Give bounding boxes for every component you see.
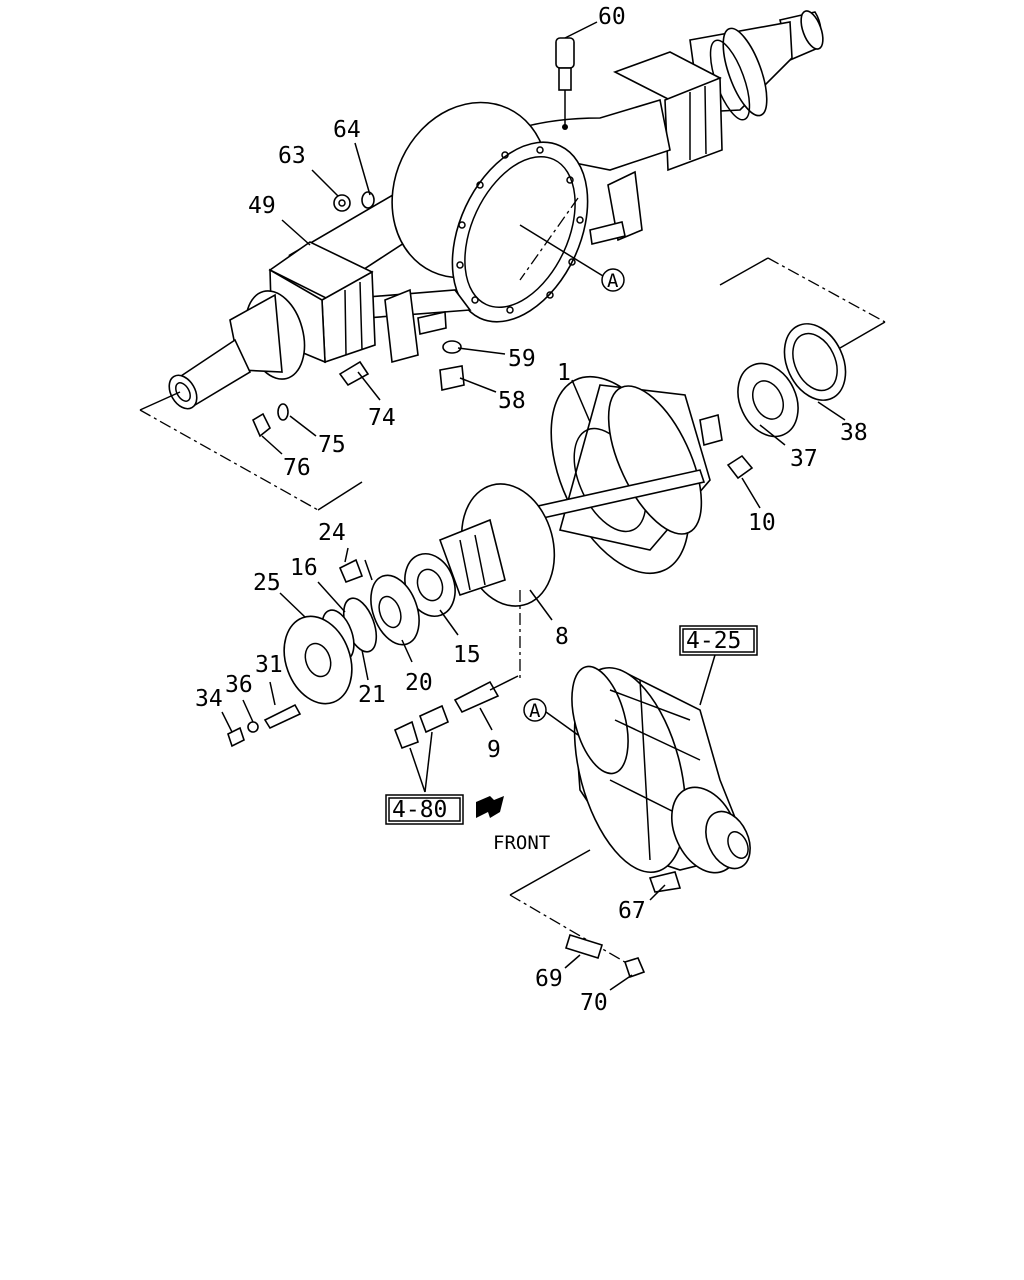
callout-60: 60: [598, 4, 626, 30]
front-direction-indicator: FRONT: [476, 796, 550, 854]
front-arrow-icon: [476, 796, 504, 818]
drum-assembly: [227, 323, 847, 750]
reference-box-4-80[interactable]: 4-80: [385, 794, 464, 825]
callout-75: 75: [318, 432, 346, 458]
callout-49: 49: [248, 193, 276, 219]
callout-76: 76: [283, 455, 311, 481]
callout-10: 10: [748, 510, 776, 536]
differential-carrier: [565, 665, 751, 979]
callout-37: 37: [790, 446, 818, 472]
callout-1: 1: [557, 360, 571, 386]
callout-24: 24: [318, 520, 346, 546]
part-callouts: 60 64 63 49 A 59 58 74 75 76 1 38 37 10 …: [195, 4, 868, 1016]
callout-34: 34: [195, 686, 223, 712]
callout-21: 21: [358, 682, 386, 708]
callout-8: 8: [555, 624, 569, 650]
callout-69: 69: [535, 966, 563, 992]
leader-lines: [221, 21, 846, 991]
callout-a-lower: A: [529, 700, 541, 722]
callout-16: 16: [290, 555, 318, 581]
front-label: FRONT: [493, 832, 550, 854]
callout-31: 31: [255, 652, 283, 678]
callout-38: 38: [840, 420, 868, 446]
callout-25: 25: [253, 570, 281, 596]
callout-59: 59: [508, 346, 536, 372]
ref-4-80-text: 4-80: [392, 797, 447, 823]
callout-a-circle-upper: [601, 268, 625, 292]
housing-fasteners: [251, 191, 465, 438]
callout-74: 74: [368, 405, 396, 431]
banjo-bolt-holes: [456, 146, 584, 314]
callout-a-upper: A: [607, 270, 619, 292]
callout-15: 15: [453, 642, 481, 668]
callout-36: 36: [225, 672, 253, 698]
callout-9: 9: [487, 737, 501, 763]
callout-67: 67: [618, 898, 646, 924]
callout-58: 58: [498, 388, 526, 414]
axle-housing: [168, 10, 824, 410]
callout-20: 20: [405, 670, 433, 696]
assembly-lines: [139, 197, 886, 966]
callout-64: 64: [333, 117, 361, 143]
reference-box-4-25[interactable]: 4-25: [679, 625, 758, 656]
ref-4-25-text: 4-25: [686, 628, 741, 654]
callout-a-circle-lower: [523, 698, 547, 722]
callout-63: 63: [278, 143, 306, 169]
callout-70: 70: [580, 990, 608, 1016]
